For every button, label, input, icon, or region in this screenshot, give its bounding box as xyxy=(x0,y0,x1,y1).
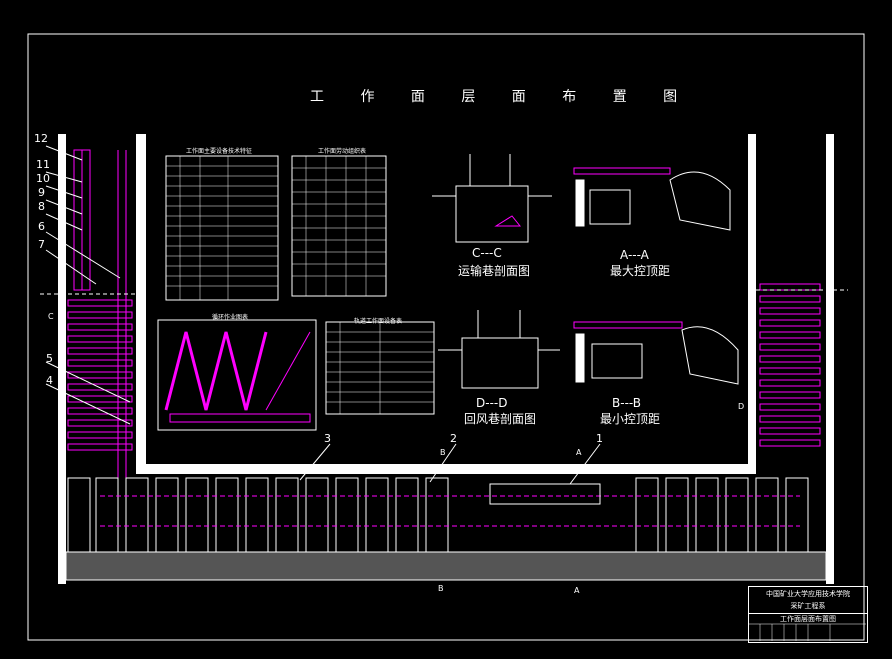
drawing-frame xyxy=(27,33,865,641)
section-cc-caption: 运输巷剖面图 xyxy=(458,264,531,278)
left-conveyor xyxy=(73,149,127,480)
chock-row xyxy=(67,477,809,553)
section-bb-caption: 最小控顶距 xyxy=(600,412,661,426)
marker-c: C xyxy=(48,312,54,321)
table-cycle-title: 循环作业图表 xyxy=(212,314,249,321)
left-pillar xyxy=(58,134,66,584)
right-supports xyxy=(759,283,821,447)
callout-6: 6 xyxy=(38,220,45,233)
marker-a-bottom: A xyxy=(574,586,580,595)
title-block-school: 中国矿业大学应用技术学院 xyxy=(766,590,850,598)
marker-a-top: A xyxy=(576,448,582,457)
face-bottom-wall xyxy=(136,464,756,474)
table-cycle-chart xyxy=(157,319,317,431)
table-equipment-title: 工作面主要设备技术特征 xyxy=(186,148,253,155)
title-block-dept: 采矿工程系 xyxy=(790,602,826,610)
table-equipment xyxy=(165,155,279,301)
section-dd-drawing xyxy=(438,310,560,389)
shearer xyxy=(489,483,601,505)
section-cc-drawing xyxy=(432,154,552,243)
section-cc-label: C---C xyxy=(472,246,502,260)
face-conveyor xyxy=(100,495,800,527)
title-block-grid xyxy=(748,623,866,641)
callout-5: 5 xyxy=(46,352,53,365)
gob-rubble xyxy=(65,551,827,581)
callout-7: 7 xyxy=(38,238,45,251)
callout-11: 11 xyxy=(36,158,50,171)
table-labor-title: 工作面劳动组织表 xyxy=(318,148,367,155)
left-supports xyxy=(67,299,133,451)
callout-2: 2 xyxy=(450,432,457,445)
callout-10: 10 xyxy=(36,172,50,185)
table-labor xyxy=(291,155,387,297)
marker-d: D xyxy=(738,402,745,411)
callout-3: 3 xyxy=(324,432,331,445)
right-pillar xyxy=(826,134,834,584)
title-block-drawing-name: 工作面层面布置图 xyxy=(749,613,867,624)
callout-4: 4 xyxy=(46,374,53,387)
callout-leaders xyxy=(45,145,601,485)
section-bb-label: B---B xyxy=(612,396,642,410)
callout-9: 9 xyxy=(38,186,45,199)
callout-12: 12 xyxy=(34,132,48,145)
section-dd-caption: 回风巷剖面图 xyxy=(464,412,537,426)
title-block: 中国矿业大学应用技术学院 采矿工程系 工作面层面布置图 xyxy=(748,586,868,643)
callout-8: 8 xyxy=(38,200,45,213)
section-dd-label: D---D xyxy=(476,396,508,410)
section-aa-label: A---A xyxy=(620,248,649,262)
table-face-equipment-title: 轨道工作面设备表 xyxy=(354,318,403,325)
table-face-equipment xyxy=(325,321,435,415)
marker-b-bottom: B xyxy=(438,584,444,593)
marker-b-top: B xyxy=(440,448,446,457)
section-aa-caption: 最大控顶距 xyxy=(610,264,671,278)
left-inner-pillar xyxy=(136,134,146,474)
drawing-title: 工 作 面 层 面 布 置 图 xyxy=(310,89,694,105)
section-aa-drawing xyxy=(573,167,731,231)
callout-1: 1 xyxy=(596,432,603,445)
right-inner-pillar xyxy=(748,134,756,474)
section-bb-drawing xyxy=(573,321,739,385)
